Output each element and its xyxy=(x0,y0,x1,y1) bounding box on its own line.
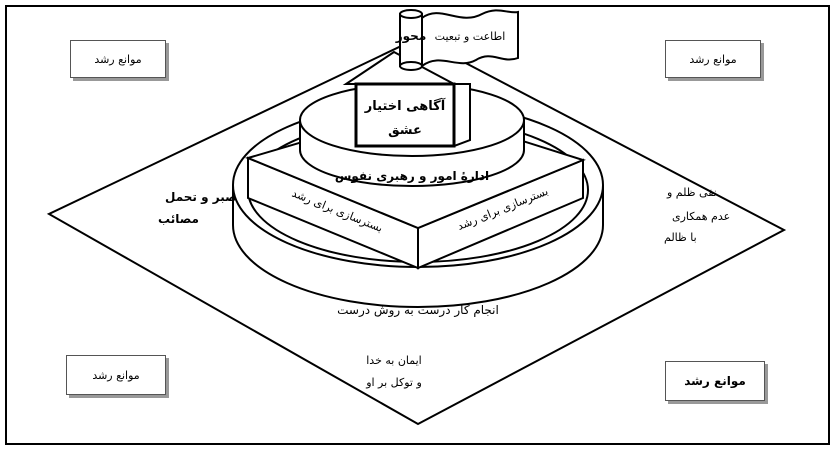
apex-label-line1: آگاهی اختیار xyxy=(364,97,446,114)
apex-prism-side xyxy=(454,84,470,146)
obstacle-label: موانع رشد xyxy=(92,369,139,382)
apex-label-line2: عشق xyxy=(388,123,422,138)
pillar-label: محور xyxy=(395,29,427,44)
faith-label-line2: و توکل بر او xyxy=(365,376,422,389)
faith-label-line1: ایمان به خدا xyxy=(366,354,422,367)
patience-label-line1: صبر و تحمل xyxy=(165,190,237,205)
oppression-label-line2: عدم همکاری xyxy=(672,210,730,223)
patience-label-line2: مصائب xyxy=(158,212,199,226)
pillar-cap xyxy=(400,10,422,18)
obstacle-label: موانع رشد xyxy=(94,53,141,66)
oppression-label-line3: با ظالم xyxy=(664,231,697,244)
flag-label: اطاعت و تبعیت xyxy=(435,30,506,43)
obstacle-box-top-left: موانع رشد xyxy=(70,40,166,78)
obstacle-box-bottom-left: موانع رشد xyxy=(66,355,166,395)
obstacle-box-top-right: موانع رشد xyxy=(665,40,761,78)
pillar-base xyxy=(400,62,422,70)
right-doing-label: انجام کار درست به روش درست xyxy=(337,303,499,318)
obstacle-label: موانع رشد xyxy=(689,53,736,66)
management-label: ادارهٔ امور و رهبری نفوس xyxy=(335,169,489,184)
obstacle-box-bottom-right: موانع رشد xyxy=(665,361,765,401)
oppression-label-line1: نفی ظلم و xyxy=(666,186,717,199)
obstacle-label: موانع رشد xyxy=(684,374,746,388)
